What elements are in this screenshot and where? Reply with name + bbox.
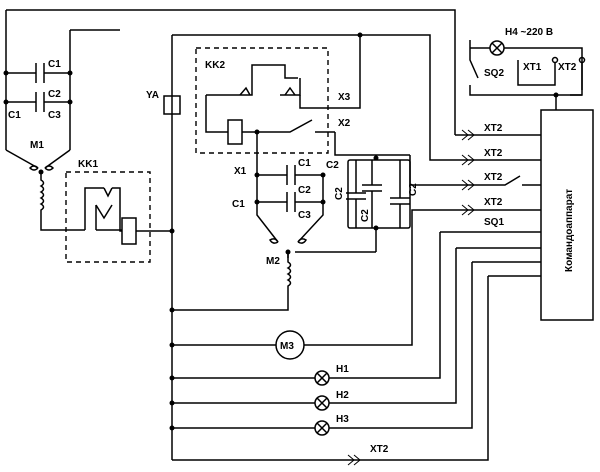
label-c3-m2: C3 — [298, 210, 311, 221]
label-h1: H1 — [336, 364, 349, 375]
label-x1: X1 — [234, 166, 247, 177]
lamp-h2 — [172, 248, 457, 411]
label-x3: X3 — [338, 92, 351, 103]
label-xt2-d: XT2 — [484, 197, 503, 208]
label-sq2: SQ2 — [484, 68, 504, 79]
label-c2-d: C2 — [326, 160, 339, 171]
label-xt2-top: XT2 — [558, 62, 577, 73]
label-xt2-a: XT2 — [484, 123, 503, 134]
m1-motor-windings — [28, 165, 85, 231]
label-c2-top: C2 — [48, 89, 61, 100]
controller-box — [540, 109, 594, 321]
label-c2-c: C2 — [408, 183, 419, 196]
xt2-line-2 — [360, 34, 541, 166]
label-h4: H4 ~220 B — [505, 27, 553, 38]
label-h3: H3 — [336, 414, 349, 425]
bottom-xt2-line — [172, 276, 489, 466]
m2-circuit — [172, 132, 410, 311]
xt2-line-1 — [455, 129, 541, 141]
label-c2-b: C2 — [360, 209, 371, 222]
label-c2-m2: C2 — [298, 185, 311, 196]
label-m3: M3 — [280, 341, 294, 352]
label-kk2: KK2 — [205, 60, 225, 71]
m1-capacitor-bank — [5, 9, 456, 169]
label-xt1: XT1 — [523, 62, 542, 73]
label-m2: M2 — [266, 256, 280, 267]
label-xt2-bottom: XT2 — [370, 444, 389, 455]
h4-lamp-circuit — [469, 40, 586, 98]
kk1-dashed-box — [65, 171, 151, 263]
label-c3-low: C3 — [48, 110, 61, 121]
lamp-h3 — [172, 262, 473, 436]
label-c1-low: C1 — [8, 110, 21, 121]
label-ya: YA — [146, 90, 159, 101]
label-c1-top: C1 — [48, 59, 61, 70]
m3-motor — [172, 218, 413, 360]
ya-coil — [163, 95, 181, 115]
label-xt2-b: XT2 — [484, 148, 503, 159]
c2-parallel-bank — [346, 155, 411, 252]
label-sq1: SQ1 — [484, 217, 504, 228]
label-c2-a: C2 — [334, 187, 345, 200]
label-xt2-c: XT2 — [484, 172, 503, 183]
xt2-line-3 — [409, 155, 541, 191]
label-m1: M1 — [30, 140, 44, 151]
label-kk1: KK1 — [78, 159, 98, 170]
kk2-relay — [205, 32, 363, 145]
kk2-dashed-box — [195, 47, 329, 154]
label-h2: H2 — [336, 390, 349, 401]
lamp-h1 — [172, 232, 441, 386]
label-c1-m2a: C1 — [298, 158, 311, 169]
kk1-relay — [84, 187, 172, 245]
xt2-line-4 — [411, 204, 541, 218]
label-controller: Командоаппарат — [564, 189, 575, 272]
label-c1-m2b: C1 — [232, 199, 245, 210]
label-x2: X2 — [338, 118, 351, 129]
